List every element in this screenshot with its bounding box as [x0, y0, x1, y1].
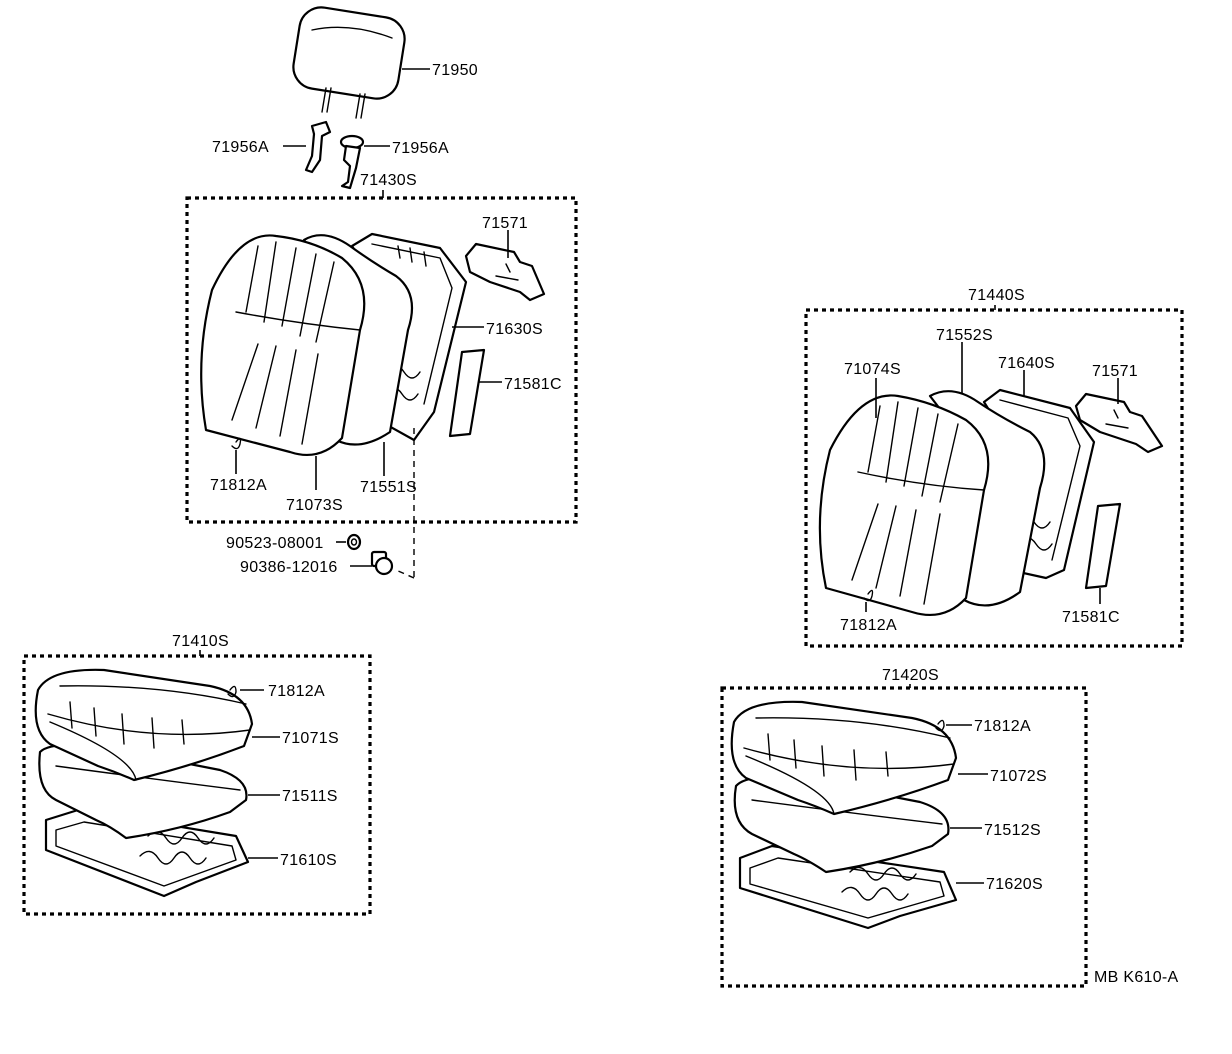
washer-illustration: [346, 533, 362, 551]
back-cover-board-left-illustration: [448, 348, 486, 438]
label-71640S: 71640S: [998, 355, 1055, 372]
label-71074S: 71074S: [844, 361, 901, 378]
label-71072S: 71072S: [990, 768, 1047, 785]
cushion-assembly-left-illustration: [34, 668, 254, 898]
back-hog-ring-right-illustration: [863, 589, 874, 602]
group-label-71420S: 71420S: [882, 667, 939, 684]
back-pad-frame-right-illustration: [1074, 392, 1164, 454]
group-box-71440S: [804, 308, 1184, 648]
label-71571-left: 71571: [482, 215, 528, 232]
label-71552S: 71552S: [936, 327, 993, 344]
group-box-71420S: [720, 686, 1088, 988]
label-71581C-right: 71581C: [1062, 609, 1120, 626]
label-71812A-cushion-right: 71812A: [974, 718, 1031, 735]
label-71956A-left: 71956A: [212, 139, 269, 156]
label-71571-right: 71571: [1092, 363, 1138, 380]
label-71630S: 71630S: [486, 321, 543, 338]
back-assembly-left-illustration: [200, 232, 468, 456]
label-90386-12016: 90386-12016: [240, 559, 338, 576]
headrest-support-right-illustration: [339, 134, 365, 190]
label-90523-08001: 90523-08001: [226, 535, 324, 552]
group-label-71430S: 71430S: [360, 172, 417, 189]
label-71812A-back-right: 71812A: [840, 617, 897, 634]
label-71511S: 71511S: [282, 788, 338, 805]
bolt-illustration: [370, 550, 394, 576]
label-71073S: 71073S: [286, 497, 343, 514]
back-pad-frame-left-illustration: [464, 242, 546, 302]
label-71071S: 71071S: [282, 730, 339, 747]
reference-code: MB K610-A: [1094, 969, 1179, 986]
back-assembly-right-illustration: [818, 388, 1096, 616]
label-71551S: 71551S: [360, 479, 417, 496]
headrest-support-left-illustration: [304, 120, 332, 174]
label-71812A-cushion-left: 71812A: [268, 683, 325, 700]
cushion-assembly-right-illustration: [730, 700, 958, 930]
label-71512S: 71512S: [984, 822, 1041, 839]
label-71956A-right: 71956A: [392, 140, 449, 157]
back-cover-board-right-illustration: [1084, 502, 1122, 590]
group-box-71430S: [185, 196, 578, 524]
label-71950: 71950: [432, 62, 478, 79]
label-71581C-left: 71581C: [504, 376, 562, 393]
group-box-71410S: [22, 654, 372, 916]
group-label-71410S: 71410S: [172, 633, 229, 650]
label-71610S: 71610S: [280, 852, 337, 869]
group-label-71440S: 71440S: [968, 287, 1025, 304]
headrest-illustration: [292, 6, 406, 119]
label-71620S: 71620S: [986, 876, 1043, 893]
label-71812A-back-left: 71812A: [210, 477, 267, 494]
